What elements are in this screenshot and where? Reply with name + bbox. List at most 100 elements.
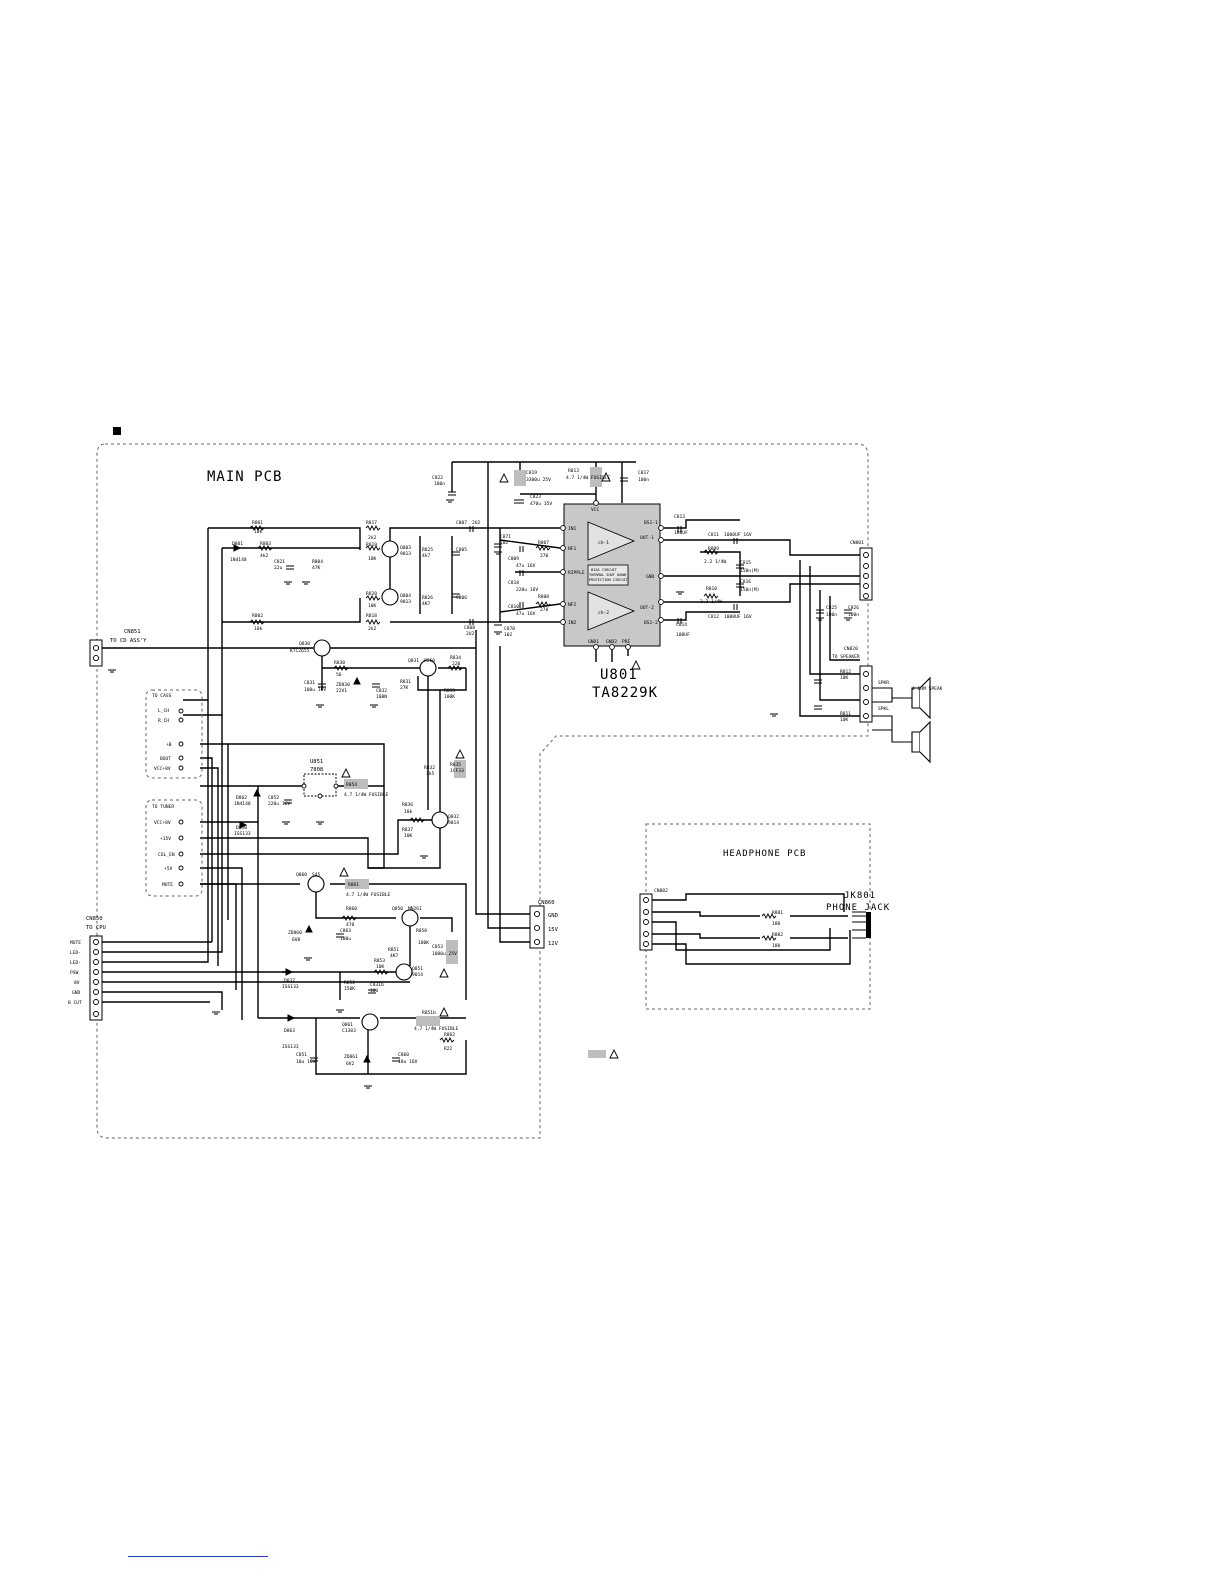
- footer-link-underline: [128, 1556, 268, 1557]
- value-c819: 3300u 25V: [526, 477, 551, 483]
- label-c821: C821: [274, 559, 285, 565]
- q850-val: MN261: [408, 906, 422, 912]
- cn801-ref: CN801: [850, 540, 864, 546]
- label-r803: R803: [260, 541, 271, 547]
- value-r817: 2k2: [368, 535, 377, 541]
- headphone-pcb-title: HEADPHONE PCB: [723, 849, 806, 859]
- diodes: [233, 544, 371, 1063]
- label-r854: R854: [346, 782, 357, 788]
- label-r860: R860: [346, 906, 357, 912]
- ic-pin-bs1-2: BS1-2: [644, 620, 658, 626]
- value-r818: 2k2: [368, 626, 377, 632]
- label-r811: R811: [840, 711, 851, 717]
- value-r802: 10k: [254, 626, 263, 632]
- regulator-ref: U851: [310, 759, 323, 765]
- label-r831: R831: [400, 679, 411, 685]
- value-c826: 100n: [848, 612, 859, 618]
- value-r832: 1k5: [426, 771, 435, 777]
- ic-pin-pre: PRE: [622, 639, 631, 645]
- to-cass-pin-bout: BOUT: [160, 756, 171, 762]
- q803-label: Q803: [400, 545, 411, 551]
- label-c826: C826: [848, 605, 859, 611]
- cn820-ref: CN820: [844, 646, 858, 652]
- value-c812: 1000UF 16V: [724, 614, 752, 620]
- cn850-ref: CN850: [86, 916, 103, 922]
- label-c852: C852: [268, 795, 279, 801]
- cn850-pin-mute: MUTE: [70, 940, 81, 946]
- label-c817: C817: [638, 470, 649, 476]
- label-r850: R850: [416, 928, 427, 934]
- section-bullet: [113, 427, 121, 435]
- to-tuner-pin-15v: +15V: [160, 836, 171, 842]
- value-zd830: 22V1: [336, 688, 347, 694]
- ic-pin-bs1-1: BS1-1: [644, 520, 658, 526]
- to-cass-pin-lch: L_CH: [158, 708, 169, 714]
- value-c831b: 10U: [370, 988, 379, 994]
- to-cass-pin-b: +B: [166, 742, 172, 748]
- q850-label: Q850: [392, 906, 403, 912]
- regulator-u851: U851 7808: [301, 759, 339, 799]
- value-r852: 150K: [344, 986, 355, 992]
- ic-pin-nf1: NF1: [568, 546, 577, 552]
- to-cass-pin-rch: R_CH: [158, 718, 169, 724]
- value-c831: 100u 16V: [304, 687, 326, 693]
- ic-pin-out2: OUT-2: [640, 605, 654, 611]
- value-r835: 1CF33: [450, 768, 464, 774]
- label-zd861: ZD861: [344, 1054, 358, 1060]
- value-c871: 102: [500, 540, 509, 546]
- resistors: [249, 524, 777, 1044]
- label-c812: C812: [708, 614, 719, 620]
- value-c817: 100n: [638, 477, 649, 483]
- ic-protection-line-1: BIAS CIRCUIT: [591, 568, 618, 572]
- label-r813: R813: [568, 468, 579, 474]
- value-c818: 220u 16V: [516, 587, 538, 593]
- label-c814: C814: [676, 622, 687, 628]
- label-r851: R851: [388, 947, 399, 953]
- ground-symbols: [108, 499, 852, 1089]
- main-pcb-outline: [96, 443, 869, 1139]
- value-c823: 470u 35V: [530, 501, 552, 507]
- value-r803: 4k2: [260, 553, 269, 559]
- value-c822: 100n: [434, 481, 445, 487]
- label-r862: R862: [444, 1032, 455, 1038]
- label-d862: D862: [236, 795, 247, 801]
- label-r801: R801: [252, 520, 263, 526]
- label-c809: C809: [508, 556, 519, 562]
- to-cass-title: TO CASS: [152, 693, 172, 699]
- label-c807: C807: [456, 520, 467, 526]
- to-tuner-title: TO TUNER: [152, 804, 174, 810]
- value-r812: 10K: [840, 675, 849, 681]
- label-c811: C811: [708, 532, 719, 538]
- value-r836: 10k: [404, 809, 413, 815]
- q831-val: 8550: [424, 658, 435, 664]
- label-d863: D863: [284, 1028, 295, 1034]
- value-r861: 4.7 1/4W FUSIBLE: [346, 892, 390, 898]
- safety-highlights: [344, 467, 606, 1058]
- label-c853: C853: [432, 944, 443, 950]
- ic-pin-nf2: NF2: [568, 602, 577, 608]
- value-r851: 4K7: [390, 953, 399, 959]
- value-c807: 2U2: [472, 520, 481, 526]
- label-d801: D801: [232, 541, 243, 547]
- label-c818: C818: [508, 580, 519, 586]
- label-c851: C851: [296, 1052, 307, 1058]
- value-r813: 4.7 1/4W FUSIBLE: [566, 475, 610, 481]
- to-tuner-pin-5v: +5V: [164, 866, 173, 872]
- label-zd860: ZD860: [288, 930, 302, 936]
- label-r802: R802: [252, 613, 263, 619]
- value-r810: 2.2 1/4W: [700, 599, 722, 605]
- label-c819: C819: [526, 470, 537, 476]
- value-r825: 4k7: [422, 553, 431, 559]
- label-c831b: C831b: [370, 982, 384, 988]
- value-c813: 100UF: [674, 530, 688, 536]
- value-r808: 270: [540, 607, 549, 613]
- to-cass-pin-vcc: VCC+8V: [154, 766, 171, 772]
- speaker-label: 4 OHM SPEAK: [912, 686, 943, 692]
- q831-label: Q831: [408, 658, 419, 664]
- cn820-pin-spkr: SPKR: [878, 680, 889, 686]
- value-c809: 47u 16V: [516, 563, 536, 569]
- value-r809: 2.2 1/4W: [704, 559, 726, 565]
- label-c825: C825: [826, 605, 837, 611]
- connector-cn801: CN801: [850, 540, 873, 601]
- value-r851b: 4.7 1/4W FUSIBLE: [414, 1026, 458, 1032]
